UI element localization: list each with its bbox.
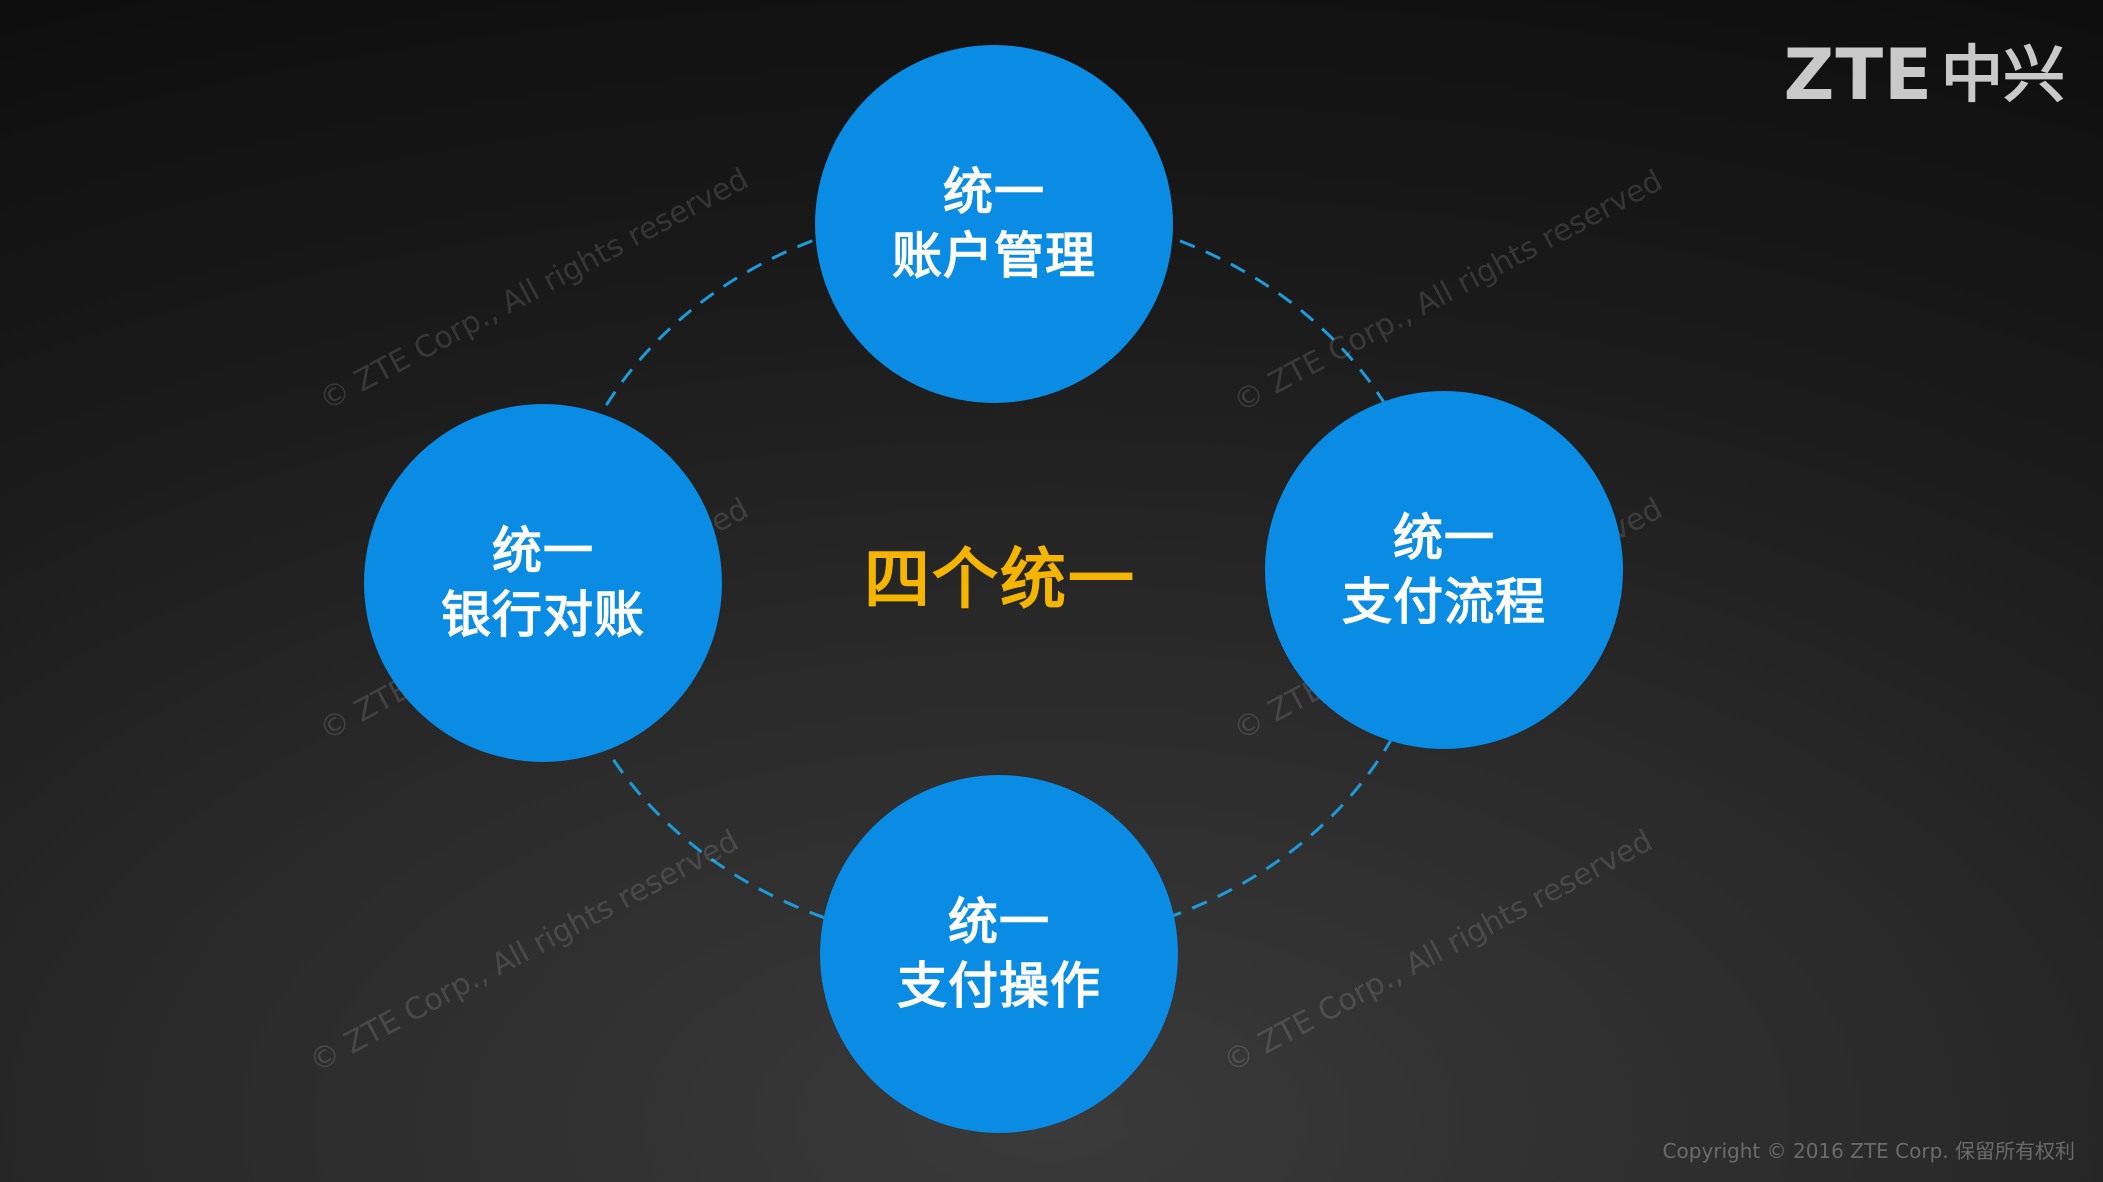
node-account-management: 统一 账户管理	[815, 45, 1173, 403]
center-title: 四个统一	[864, 541, 1136, 618]
node-payment-process: 统一 支付流程	[1265, 391, 1623, 749]
node-line2: 账户管理	[892, 227, 1096, 285]
node-line1: 统一	[492, 522, 594, 580]
copyright-footer: Copyright © 2016 ZTE Corp. 保留所有权利	[1662, 1139, 2075, 1163]
node-bank-reconciliation: 统一 银行对账	[364, 404, 722, 762]
node-payment-operation: 统一 支付操作	[820, 775, 1178, 1133]
logo-cjk: 中兴	[1940, 38, 2065, 111]
node-line1: 统一	[943, 163, 1045, 221]
node-line2: 支付操作	[897, 957, 1101, 1015]
node-line1: 统一	[1393, 509, 1495, 567]
node-line1: 统一	[948, 893, 1050, 951]
node-line2: 银行对账	[441, 586, 645, 644]
node-line2: 支付流程	[1342, 573, 1546, 631]
logo-latin: ZTE	[1783, 34, 1933, 116]
zte-logo: ZTE 中兴	[1783, 34, 2065, 116]
